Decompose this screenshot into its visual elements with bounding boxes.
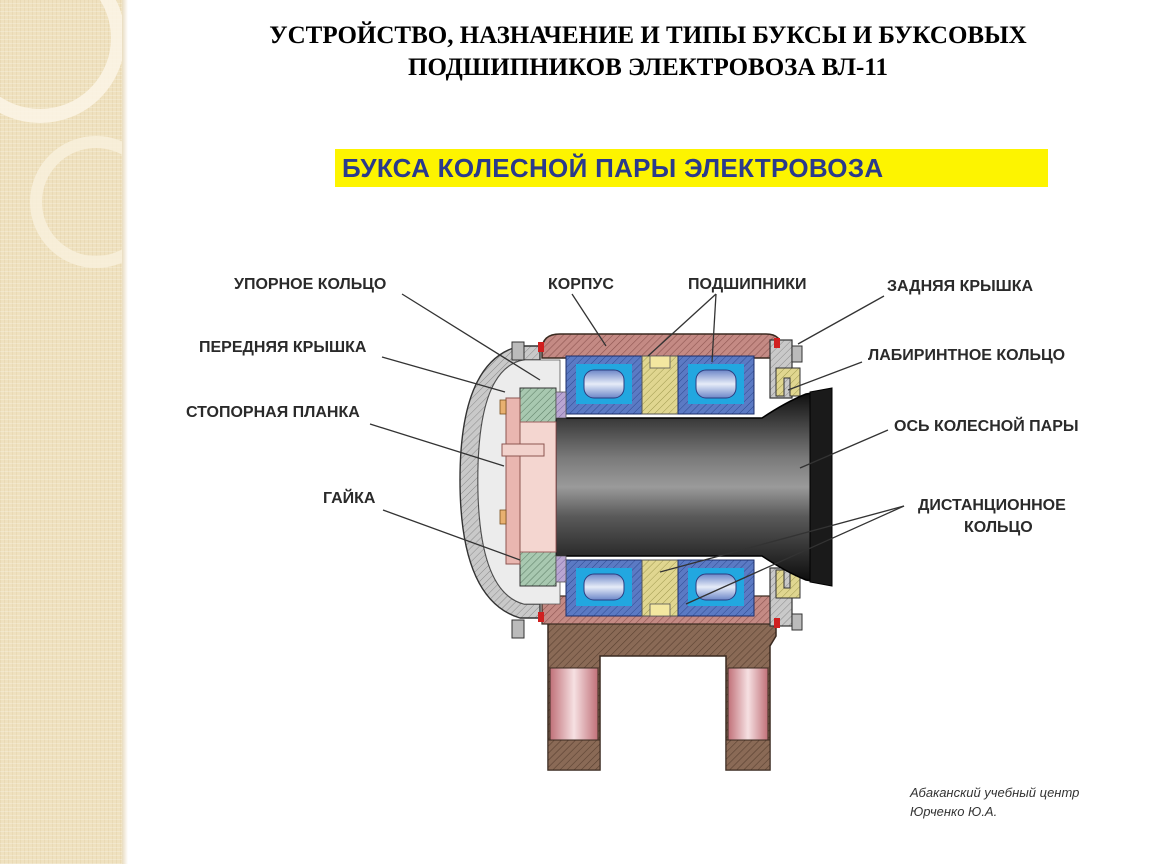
page-title-line-2: ПОДШИПНИКОВ ЭЛЕКТРОВОЗА ВЛ-11 bbox=[408, 54, 888, 81]
label-spacer-ring-line-1: ДИСТАНЦИОННОЕ bbox=[918, 497, 1066, 514]
author-credit-line-1: Абаканский учебный центр bbox=[910, 785, 1080, 800]
label-bearings: ПОДШИПНИКИ bbox=[688, 276, 807, 293]
housing-bracket bbox=[547, 621, 777, 771]
diagram-banner-text: БУКСА КОЛЕСНОЙ ПАРЫ ЭЛЕКТРОВОЗА bbox=[342, 153, 884, 183]
page-title-line-1: УСТРОЙСТВО, НАЗНАЧЕНИЕ И ТИПЫ БУКСЫ И БУ… bbox=[269, 22, 1027, 49]
thrust-ring-bottom bbox=[519, 549, 557, 587]
leader-lines bbox=[369, 293, 905, 605]
right-bracket-pin bbox=[727, 667, 769, 743]
locking-plate bbox=[505, 397, 521, 565]
author-credit: Абаканский учебный центр Юрченко Ю.А. bbox=[910, 783, 1079, 821]
label-spacer-ring-line-2: КОЛЬЦО bbox=[964, 519, 1033, 536]
page-title: УСТРОЙСТВО, НАЗНАЧЕНИЕ И ТИПЫ БУКСЫ И БУ… bbox=[140, 20, 1150, 84]
front-cover-bolt-bottom bbox=[511, 619, 525, 639]
label-axle: ОСЬ КОЛЕСНОЙ ПАРЫ bbox=[894, 416, 1079, 435]
front-cover-bolt-top bbox=[511, 341, 525, 361]
author-credit-line-2: Юрченко Ю.А. bbox=[910, 804, 998, 819]
bearings-bottom bbox=[565, 559, 755, 617]
label-thrust-ring: УПОРНОЕ КОЛЬЦО bbox=[234, 276, 386, 293]
label-front-cover: ПЕРЕДНЯЯ КРЫШКА bbox=[199, 339, 367, 356]
left-bracket-pin bbox=[549, 667, 599, 743]
decorative-circles bbox=[0, 0, 122, 268]
label-rear-cover: ЗАДНЯЯ КРЫШКА bbox=[887, 278, 1034, 295]
label-locking-plate: СТОПОРНАЯ ПЛАНКА bbox=[186, 404, 360, 421]
housing-body bbox=[541, 333, 783, 359]
diagram-banner: БУКСА КОЛЕСНОЙ ПАРЫ ЭЛЕКТРОВОЗА bbox=[335, 149, 1048, 187]
wheel-axle bbox=[555, 389, 831, 585]
label-nut: ГАЙКА bbox=[323, 488, 376, 507]
thrust-ring-top bbox=[519, 387, 557, 425]
locking-plate-bolt bbox=[501, 443, 545, 457]
labyrinth-ring bbox=[775, 367, 801, 599]
nut bbox=[519, 421, 557, 553]
side-panel-edge bbox=[122, 0, 128, 864]
bearings-top bbox=[565, 355, 755, 415]
decorative-side-panel bbox=[0, 0, 122, 864]
label-labyrinth-ring: ЛАБИРИНТНОЕ КОЛЬЦО bbox=[868, 347, 1065, 364]
label-housing: КОРПУС bbox=[548, 276, 614, 293]
